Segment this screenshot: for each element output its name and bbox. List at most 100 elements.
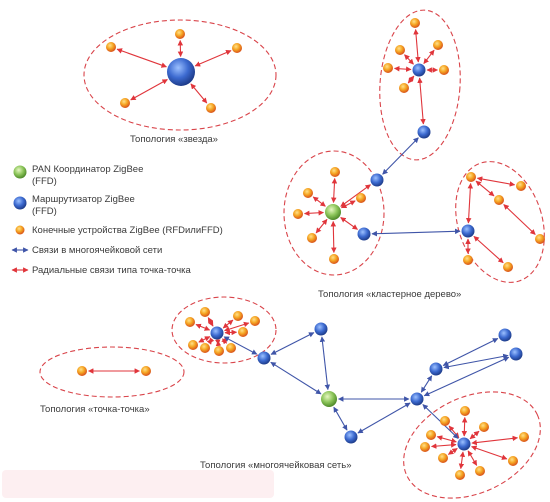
router-node xyxy=(370,173,384,187)
end-device-node xyxy=(200,343,210,353)
end-device-node xyxy=(438,453,448,463)
end-device-node xyxy=(293,209,303,219)
mesh-link xyxy=(423,356,510,397)
legend-router-icon xyxy=(13,196,27,210)
legend-router-sub: (FFD) xyxy=(32,206,57,217)
radial-link xyxy=(222,319,234,329)
radial-link xyxy=(417,77,426,125)
router-node xyxy=(457,437,471,451)
radial-link xyxy=(423,49,435,65)
end-device-node xyxy=(238,327,248,337)
router-node xyxy=(314,322,328,336)
mesh-link xyxy=(371,228,461,237)
radial-link xyxy=(330,220,337,254)
end-device-node xyxy=(475,466,485,476)
end-device-node xyxy=(420,442,430,452)
radial-link xyxy=(503,204,536,235)
radial-link xyxy=(224,329,238,336)
end-device-node xyxy=(188,340,198,350)
end-device-node xyxy=(232,43,242,53)
legend-router-label: Маршрутизатор ZigBee xyxy=(32,194,135,205)
caption-cluster-tree: Топология «кластерное дерево» xyxy=(318,289,461,300)
caption-mesh: Топология «многоячейковая сеть» xyxy=(200,460,351,471)
radial-link xyxy=(461,416,468,437)
mesh-left-cluster-region xyxy=(171,296,277,364)
mesh-link xyxy=(270,361,322,395)
radial-link xyxy=(436,435,457,444)
end-device-node xyxy=(175,29,185,39)
legend-end-device-icon xyxy=(15,225,25,235)
end-device-node xyxy=(455,470,465,480)
radial-link xyxy=(407,75,415,84)
end-device-node xyxy=(399,83,409,93)
end-device-node xyxy=(460,406,470,416)
mesh-right-cluster-region xyxy=(403,391,541,499)
radial-link xyxy=(430,442,457,449)
radial-link xyxy=(471,435,519,446)
end-device-node xyxy=(356,193,366,203)
end-device-node xyxy=(120,98,130,108)
end-device-node xyxy=(479,422,489,432)
end-device-node xyxy=(395,45,405,55)
star-region xyxy=(83,19,277,131)
end-device-node xyxy=(141,366,151,376)
router-node xyxy=(429,362,443,376)
end-device-node xyxy=(516,181,526,191)
end-device-node xyxy=(329,254,339,264)
radial-link xyxy=(447,447,458,455)
router-node xyxy=(410,392,424,406)
router-node xyxy=(344,430,358,444)
tree-left-cluster-region xyxy=(283,150,385,276)
end-device-node xyxy=(185,317,195,327)
radial-link xyxy=(116,48,167,68)
coordinator-node xyxy=(325,204,341,220)
end-device-node xyxy=(439,65,449,75)
end-device-node xyxy=(383,63,393,73)
mesh-link xyxy=(420,375,433,393)
legend-end-device-label: Конечные устройства ZigBee (RFDилиFFD) xyxy=(32,225,223,236)
router-node xyxy=(257,351,271,365)
end-device-node xyxy=(226,343,236,353)
radial-link xyxy=(331,177,338,204)
legend-mesh-links-label: Связи в многоячейковой сети xyxy=(32,245,162,256)
radial-link xyxy=(190,83,208,104)
radial-link xyxy=(465,182,474,224)
end-device-node xyxy=(426,430,436,440)
router-node xyxy=(417,125,431,139)
radial-link xyxy=(475,180,495,197)
footer-highlight-bar xyxy=(2,470,274,498)
caption-star: Топология «звезда» xyxy=(130,134,218,145)
radial-link xyxy=(340,184,371,207)
radial-link xyxy=(130,79,168,101)
radial-link xyxy=(473,235,504,264)
legend-radial-links-label: Радиальные связи типа точка-точка xyxy=(32,265,192,276)
end-device-node xyxy=(433,40,443,50)
legend: PAN Координатор ZigBee (FFD) Маршрутизат… xyxy=(11,164,223,276)
radial-link xyxy=(198,336,211,343)
mesh-link xyxy=(333,406,348,431)
end-device-node xyxy=(77,366,87,376)
mesh-link xyxy=(223,336,258,355)
mesh-link xyxy=(382,137,419,175)
coordinator-node xyxy=(321,391,337,407)
end-device-node xyxy=(303,188,313,198)
end-device-node xyxy=(106,42,116,52)
star-coordinator-node xyxy=(167,58,195,86)
radial-link xyxy=(207,317,214,327)
radial-link xyxy=(221,337,228,345)
radial-link xyxy=(393,65,412,72)
router-node xyxy=(509,347,523,361)
radial-link xyxy=(194,50,232,67)
radial-link xyxy=(315,218,328,234)
network-nodes xyxy=(77,18,545,480)
end-device-node xyxy=(233,311,243,321)
router-node xyxy=(210,326,224,340)
legend-coordinator-sub: (FFD) xyxy=(32,176,57,187)
end-device-node xyxy=(307,233,317,243)
legend-coordinator-icon xyxy=(13,165,27,179)
end-device-node xyxy=(503,262,513,272)
radial-link xyxy=(458,451,466,470)
radial-link xyxy=(224,321,250,332)
end-device-node xyxy=(440,416,450,426)
